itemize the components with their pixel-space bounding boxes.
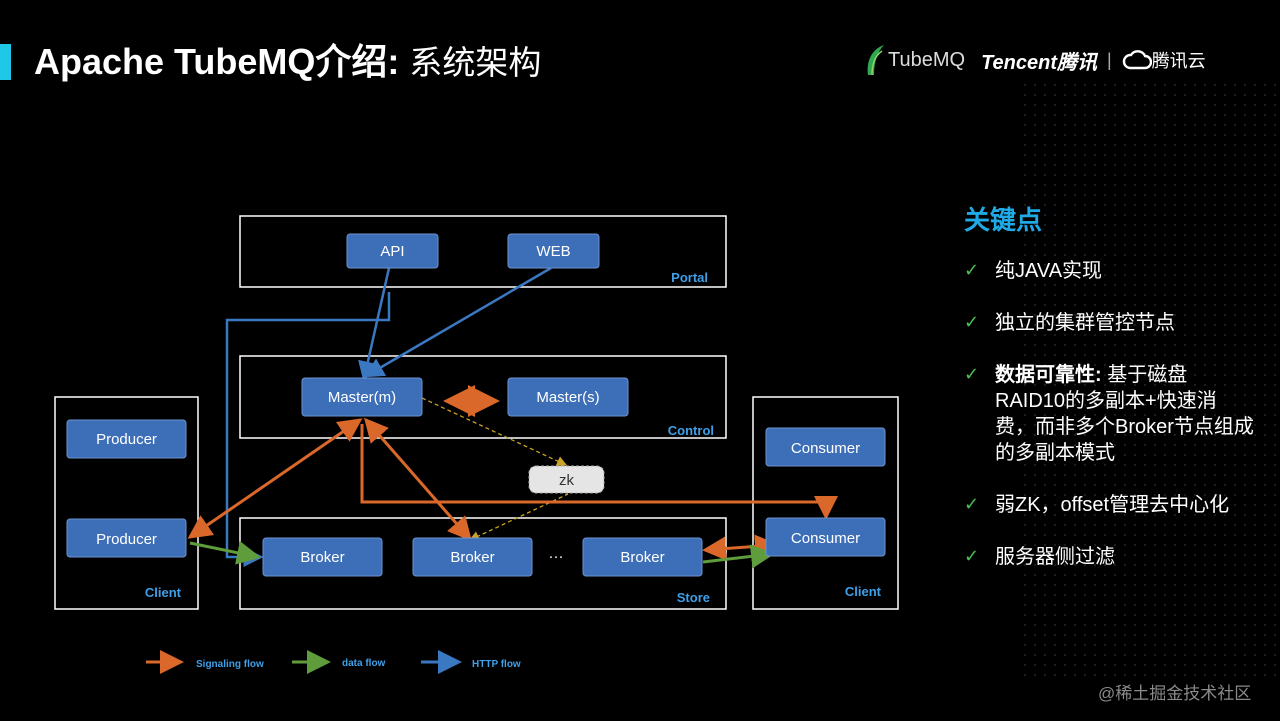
master-m-label: Master(m) <box>328 389 396 406</box>
title-sub: 系统架构 <box>409 44 542 81</box>
tubemq-logo-text: TubeMQ <box>888 48 966 71</box>
tubemq-leaf-icon <box>867 45 884 76</box>
keypoint-text: 纯JAVA实现 <box>995 260 1103 282</box>
legend: Signaling flow data flow HTTP flow <box>146 650 521 674</box>
signaling-flow-master-broker <box>364 417 472 542</box>
architecture-diagram: Portal Control Store Client Client API W… <box>54 215 899 674</box>
broker-1-label: Broker <box>300 549 344 566</box>
broker-node-3: Broker <box>582 537 703 577</box>
consumer-1-label: Consumer <box>791 440 860 457</box>
keypoint-text: 弱ZK，offset管理去中心化 <box>995 494 1230 516</box>
broker-3-label: Broker <box>620 549 664 566</box>
cloud-icon <box>1122 50 1152 70</box>
portal-frame <box>239 215 727 288</box>
tubemq-logo: TubeMQ <box>864 43 965 77</box>
control-label: Control <box>668 423 714 438</box>
keypoint-item: ✓ 纯JAVA实现 <box>964 258 1254 284</box>
legend-http-label: HTTP flow <box>472 659 521 670</box>
check-icon: ✓ <box>964 260 980 280</box>
zk-node: zk <box>528 465 605 494</box>
keypoint-item: ✓ 弱ZK，offset管理去中心化 <box>964 492 1254 518</box>
check-icon: ✓ <box>964 364 980 384</box>
tencent-cloud-logo-text: 腾讯云 <box>1151 51 1206 71</box>
web-node: WEB <box>507 233 600 269</box>
broker-node-2: Broker <box>412 537 533 577</box>
zk-label: zk <box>559 472 575 489</box>
master-zk-link <box>421 397 568 466</box>
signaling-flow-broker-consumer <box>702 534 779 561</box>
legend-signaling-label: Signaling flow <box>196 659 264 670</box>
keypoint-text: 独立的集群管控节点 <box>995 312 1175 334</box>
api-node: API <box>346 233 439 269</box>
header-logos: TubeMQ Tencent腾讯 | 腾讯云 <box>864 40 1206 80</box>
data-flow-broker-consumer <box>702 544 775 569</box>
keypoint-item: ✓ 数据可靠性: 基于磁盘RAID10的多副本+快速消费，而非多个Broker节… <box>964 362 1254 466</box>
keypoints-heading: 关键点 <box>964 205 1043 235</box>
http-flow-api-master <box>358 267 391 382</box>
portal-label: Portal <box>671 270 708 285</box>
keypoint-text: 基于磁盘RAID10的多副本+快速消费，而非多个Broker节点组成的多副本模式 <box>995 364 1254 464</box>
data-flow-producer-broker <box>189 541 261 565</box>
keypoint-item: ✓ 独立的集群管控节点 <box>964 310 1254 336</box>
watermark: @稀土掘金技术社区 <box>1098 684 1252 703</box>
signaling-flow-producer-master <box>187 418 363 539</box>
page-title: Apache TubeMQ介绍: 系统架构 <box>34 40 541 85</box>
title-accent-bar <box>0 44 11 80</box>
consumer-2-label: Consumer <box>791 530 860 547</box>
logo-separator: | <box>1107 49 1112 70</box>
consumer-node-1: Consumer <box>765 427 886 467</box>
http-flow-web-master <box>363 266 552 378</box>
check-icon: ✓ <box>964 312 980 332</box>
keypoint-bold-text: 数据可靠性: <box>995 364 1102 386</box>
producer-node-2: Producer <box>66 518 187 558</box>
keypoint-text: 服务器侧过滤 <box>995 546 1115 568</box>
broker-2-label: Broker <box>450 549 494 566</box>
broker-node-1: Broker <box>262 537 383 577</box>
client-right-label: Client <box>845 584 882 599</box>
producer-node-1: Producer <box>66 419 187 459</box>
legend-data-label: data flow <box>342 658 386 669</box>
store-label: Store <box>677 590 710 605</box>
keypoint-item: ✓ 服务器侧过滤 <box>964 544 1254 570</box>
check-icon: ✓ <box>964 546 980 566</box>
broker-ellipsis: ··· <box>549 548 564 565</box>
check-icon: ✓ <box>964 494 980 514</box>
tencent-logo: Tencent腾讯 <box>981 51 1097 74</box>
web-node-label: WEB <box>536 243 570 260</box>
tencent-cloud-logo: 腾讯云 <box>1122 47 1206 73</box>
producer-1-label: Producer <box>96 431 157 448</box>
client-left-label: Client <box>145 585 182 600</box>
master-s-node: Master(s) <box>507 377 629 417</box>
signaling-flow-master-consumer <box>360 424 838 520</box>
title-main: Apache TubeMQ介绍: <box>34 41 400 82</box>
control-frame <box>239 355 727 439</box>
producer-2-label: Producer <box>96 531 157 548</box>
master-m-node: Master(m) <box>301 377 423 417</box>
master-s-label: Master(s) <box>536 389 599 406</box>
consumer-node-2: Consumer <box>765 517 886 557</box>
api-node-label: API <box>380 243 404 260</box>
keypoints-panel: 关键点 ✓ 纯JAVA实现 ✓ 独立的集群管控节点 ✓ 数据可靠性: 基于磁盘R… <box>964 202 1254 570</box>
